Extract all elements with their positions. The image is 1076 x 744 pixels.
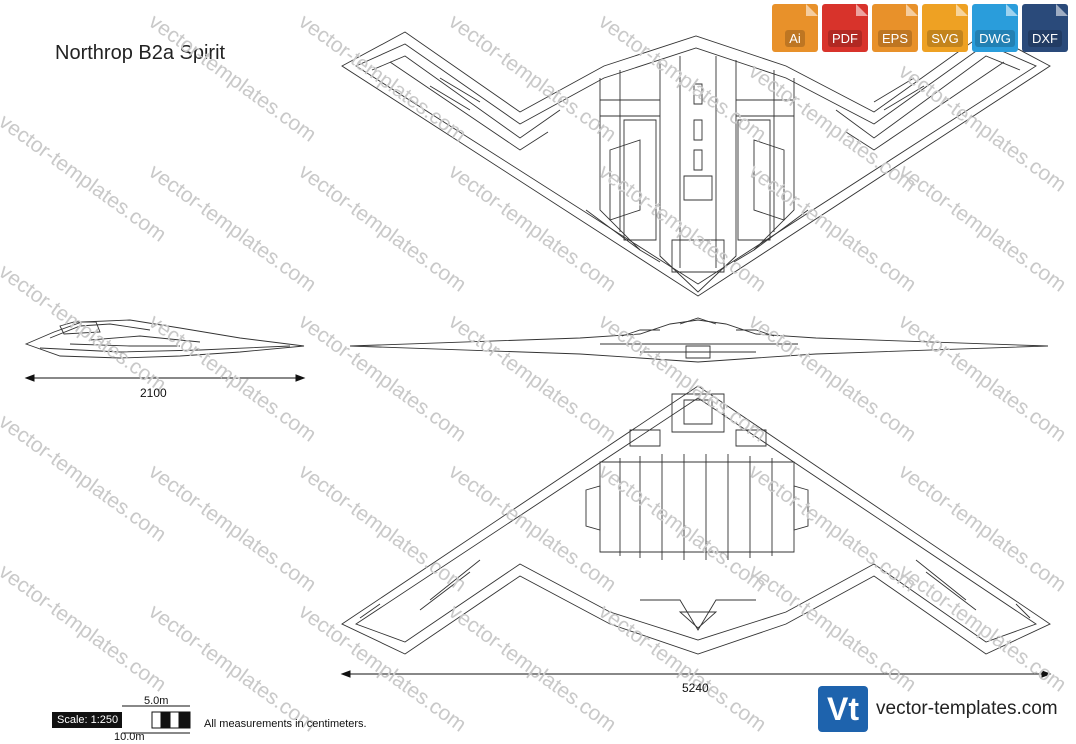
site-logo[interactable]: Vt vector-templates.com (818, 686, 1058, 732)
page-title: Northrop B2a Spirit (55, 42, 226, 64)
scale-lower-label: 10.0m (114, 731, 145, 743)
wingspan-label: 5240 (682, 681, 709, 695)
front-view (349, 317, 1049, 363)
pdf-file-icon[interactable]: PDF (822, 4, 868, 52)
measurement-note: All measurements in centimeters. (204, 718, 367, 730)
scale-bar: Scale: 1:250 (52, 712, 192, 728)
scale-upper-label: 5.0m (144, 695, 169, 707)
format-badges: Ai PDF EPS SVG DWG DXF (772, 4, 1068, 52)
scale-label: Scale: 1:250 (52, 712, 122, 728)
ai-file-icon[interactable]: Ai (772, 4, 818, 52)
dxf-file-icon[interactable]: DXF (1022, 4, 1068, 52)
vt-logo-icon: Vt (818, 686, 868, 732)
top-view (341, 31, 1051, 297)
bottom-view (341, 385, 1051, 655)
dimension-lines (24, 374, 1052, 678)
side-view (24, 319, 305, 359)
svg-file-icon[interactable]: SVG (922, 4, 968, 52)
scale-bar-graphic (122, 705, 191, 734)
side-length-label: 2100 (140, 386, 167, 400)
dwg-file-icon[interactable]: DWG (972, 4, 1018, 52)
eps-file-icon[interactable]: EPS (872, 4, 918, 52)
logo-text: vector-templates.com (876, 698, 1058, 719)
